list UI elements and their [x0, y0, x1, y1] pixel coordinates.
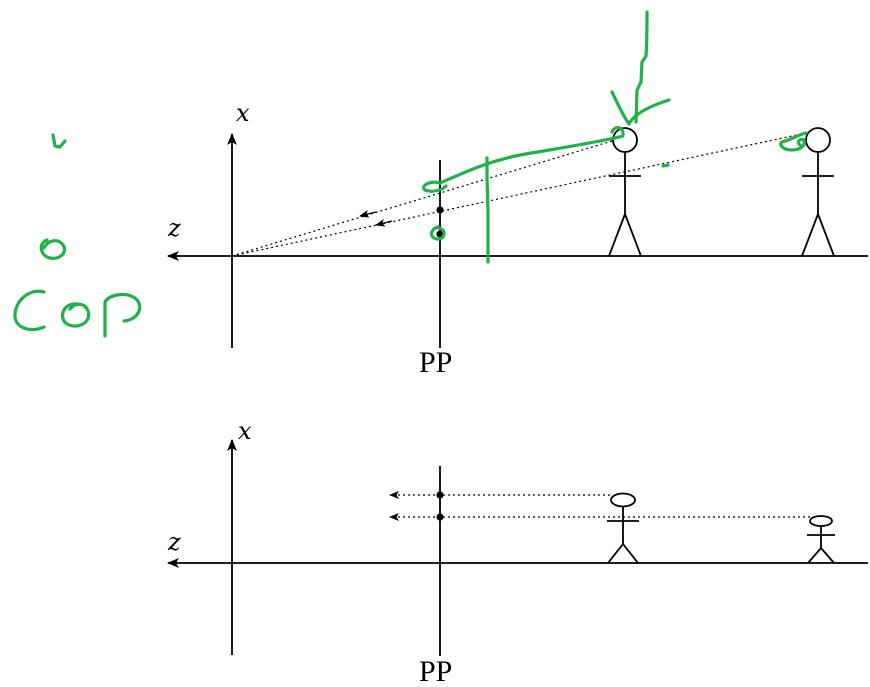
top-projection-point-far	[436, 230, 444, 238]
handwritten-annotation	[13, 10, 808, 338]
ink-small-dash	[661, 163, 670, 168]
top-picture-plane-label: PP	[419, 346, 452, 379]
ink-drop-line	[485, 156, 490, 264]
ink-small-tick	[51, 133, 67, 149]
top-x-axis-label: x	[236, 99, 250, 127]
ink-far-head-scribble	[779, 131, 808, 152]
bottom-x-axis-label: x	[238, 417, 252, 445]
top-stick-figure-far	[801, 127, 835, 257]
top-ray-arrow-near	[359, 209, 377, 218]
bottom-stick-figure-near	[607, 492, 639, 564]
top-ray-near-person	[231, 140, 613, 257]
ink-vertical-pointer	[634, 10, 649, 124]
bottom-picture-plane-label: PP	[419, 655, 452, 687]
ink-ray-scribble-end	[422, 180, 448, 193]
ink-ray-trace	[438, 126, 625, 185]
top-stick-figure-near	[608, 127, 642, 257]
top-z-axis-label: z	[167, 214, 181, 242]
ink-plane-scribble	[429, 225, 446, 241]
ink-cop-word	[13, 289, 142, 338]
bottom-panel: x z PP	[167, 417, 868, 687]
ink-cop-dot	[39, 238, 67, 260]
top-ray-far-person	[231, 132, 807, 257]
top-projection-point-near	[436, 206, 444, 214]
ink-arrowhead	[610, 90, 671, 126]
top-ray-arrow-far	[375, 218, 393, 227]
bottom-z-axis-label: z	[167, 528, 181, 556]
top-panel: x z PP	[167, 99, 868, 379]
bottom-stick-figure-far	[807, 515, 835, 564]
